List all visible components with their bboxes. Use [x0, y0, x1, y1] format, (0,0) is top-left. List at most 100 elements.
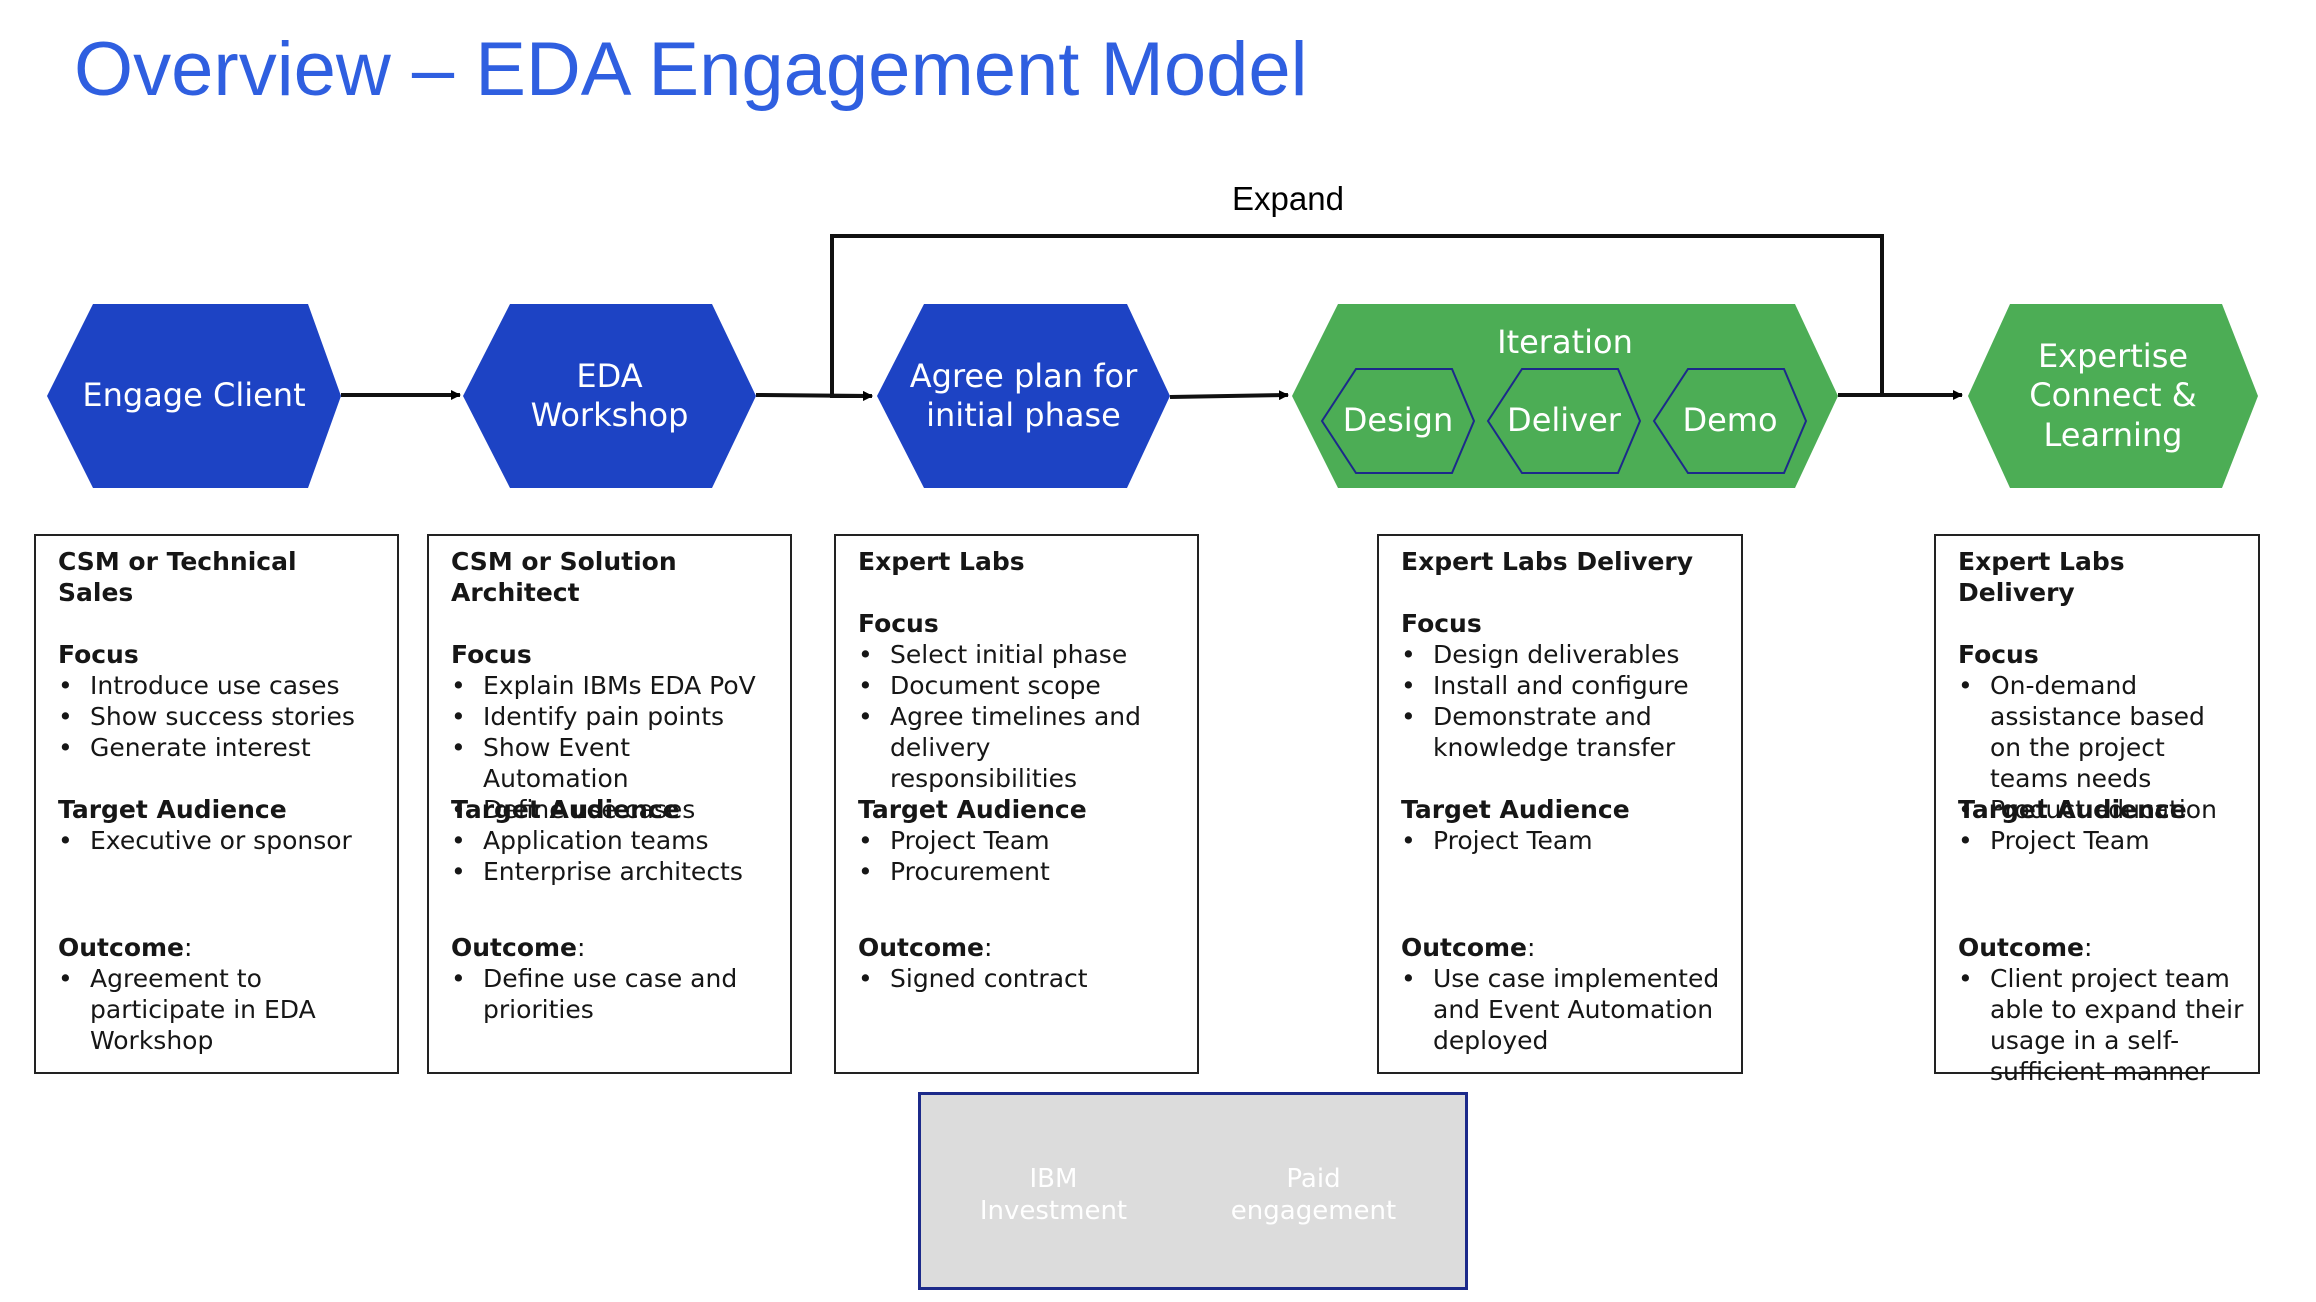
page-title: Overview – EDA Engagement Model [74, 27, 1308, 112]
target-audience-section: Target AudienceProject Team [1958, 794, 2246, 856]
list-item: Define use cases [451, 794, 770, 825]
iteration-deliver-hexagon [1486, 368, 1642, 474]
outcome-heading-colon: : [984, 933, 993, 962]
outcome-heading-text: Outcome [1401, 933, 1528, 962]
outcome-section: Outcome:Agreement to participate in EDA … [58, 932, 385, 1056]
outcome-list: Client project team able to expand their… [1958, 963, 2246, 1087]
legend-paid-engagement-label: Paid engagement [1230, 1163, 1397, 1227]
outcome-list: Use case implemented and Event Automatio… [1401, 963, 1729, 1056]
stage-iteration-hexagon [1292, 304, 1838, 488]
focus-heading: Focus [58, 640, 139, 669]
list-item: Executive or sponsor [58, 825, 385, 856]
card-iteration: Expert Labs DeliveryFocusDesign delivera… [1377, 534, 1743, 1074]
expand-label: Expand [1232, 180, 1344, 217]
focus-heading: Focus [1401, 609, 1482, 638]
list-item: Select initial phase [858, 639, 1177, 670]
focus-list: On-demand assistance based on the projec… [1958, 670, 2238, 825]
focus-list: Explain IBMs EDA PoVIdentify pain points… [451, 670, 770, 825]
outcome-list: Define use case and priorities [451, 963, 778, 1025]
outcome-heading-text: Outcome [1958, 933, 2085, 962]
target-audience-list: Executive or sponsor [58, 825, 385, 856]
card-role: Expert Labs Delivery [1958, 547, 2125, 607]
outcome-heading-colon: : [1527, 933, 1536, 962]
list-item: On-demand assistance based on the projec… [1958, 670, 2238, 794]
target-audience-list: Project Team [1958, 825, 2246, 856]
list-item: Enterprise architects [451, 856, 778, 887]
outcome-heading-text: Outcome [58, 933, 185, 962]
iteration-demo-hexagon [1652, 368, 1808, 474]
outcome-section: Outcome:Client project team able to expa… [1958, 932, 2246, 1087]
focus-section: FocusOn-demand assistance based on the p… [1958, 639, 2238, 825]
list-item: Project Team [1958, 825, 2246, 856]
focus-list: Design deliverablesInstall and configure… [1401, 639, 1721, 763]
outcome-section: Outcome:Define use case and priorities [451, 932, 778, 1025]
outcome-heading: Outcome: [858, 932, 1185, 963]
focus-list: Select initial phaseDocument scopeAgree … [858, 639, 1177, 794]
list-item: Install and configure [1401, 670, 1721, 701]
target-audience-heading: Target Audience [58, 795, 287, 824]
outcome-heading: Outcome: [451, 932, 778, 963]
focus-section: FocusIntroduce use casesShow success sto… [58, 639, 377, 763]
target-audience-heading: Target Audience [858, 795, 1087, 824]
focus-section: FocusSelect initial phaseDocument scopeA… [858, 608, 1177, 794]
list-item: Product education [1958, 794, 2238, 825]
target-audience-list: Project TeamProcurement [858, 825, 1185, 887]
focus-heading: Focus [451, 640, 532, 669]
arrow-workshop-to-plan [755, 390, 873, 401]
list-item: Demonstrate and knowledge transfer [1401, 701, 1721, 763]
list-item: Define use case and priorities [451, 963, 778, 1025]
list-item: Use case implemented and Event Automatio… [1401, 963, 1729, 1056]
outcome-list: Agreement to participate in EDA Workshop [58, 963, 385, 1056]
target-audience-heading: Target Audience [451, 795, 680, 824]
list-item: Client project team able to expand their… [1958, 963, 2246, 1087]
list-item: Signed contract [858, 963, 1185, 994]
target-audience-list: Project Team [1401, 825, 1729, 856]
card-eda-workshop: CSM or Solution ArchitectFocusExplain IB… [427, 534, 792, 1074]
list-item: Agreement to participate in EDA Workshop [58, 963, 385, 1056]
outcome-heading-colon: : [2084, 933, 2093, 962]
list-item: Generate interest [58, 732, 377, 763]
outcome-heading-colon: : [577, 933, 586, 962]
focus-heading: Focus [1958, 640, 2039, 669]
target-audience-section: Target AudienceProject TeamProcurement [858, 794, 1185, 887]
target-audience-heading: Target Audience [1958, 795, 2187, 824]
outcome-section: Outcome:Use case implemented and Event A… [1401, 932, 1729, 1056]
target-audience-heading: Target Audience [1401, 795, 1630, 824]
stage-agree-plan-hexagon [877, 304, 1170, 488]
stage-engage-client-hexagon [47, 304, 341, 488]
list-item: Show Event Automation [451, 732, 770, 794]
focus-section: FocusDesign deliverablesInstall and conf… [1401, 608, 1721, 763]
outcome-heading-colon: : [184, 933, 193, 962]
target-audience-list: Application teamsEnterprise architects [451, 825, 778, 887]
list-item: Project Team [1401, 825, 1729, 856]
outcome-heading: Outcome: [58, 932, 385, 963]
list-item: Identify pain points [451, 701, 770, 732]
arrow-plan-to-iteration [1169, 390, 1289, 401]
target-audience-section: Target AudienceExecutive or sponsor [58, 794, 385, 856]
list-item: Procurement [858, 856, 1185, 887]
list-item: Design deliverables [1401, 639, 1721, 670]
card-role: Expert Labs [858, 547, 1025, 576]
card-role: CSM or Technical Sales [58, 547, 297, 607]
outcome-list: Signed contract [858, 963, 1185, 994]
outcome-section: Outcome:Signed contract [858, 932, 1185, 994]
focus-list: Introduce use casesShow success storiesG… [58, 670, 377, 763]
target-audience-section: Target AudienceProject Team [1401, 794, 1729, 856]
outcome-heading: Outcome: [1958, 932, 2246, 963]
list-item: Agree timelines and delivery responsibil… [858, 701, 1177, 794]
list-item: Application teams [451, 825, 778, 856]
focus-heading: Focus [858, 609, 939, 638]
target-audience-section: Target AudienceApplication teamsEnterpri… [451, 794, 778, 887]
outcome-heading: Outcome: [1401, 932, 1729, 963]
stage-expertise-hexagon [1968, 304, 2258, 488]
list-item: Show success stories [58, 701, 377, 732]
iteration-design-hexagon [1320, 368, 1476, 474]
list-item: Explain IBMs EDA PoV [451, 670, 770, 701]
card-expertise: Expert Labs DeliveryFocusOn-demand assis… [1934, 534, 2260, 1086]
stage-eda-workshop-hexagon [463, 304, 756, 488]
list-item: Document scope [858, 670, 1177, 701]
card-role: CSM or Solution Architect [451, 547, 677, 607]
legend-ibm-investment-label: IBM Investment [979, 1163, 1128, 1227]
outcome-heading-text: Outcome [858, 933, 985, 962]
list-item: Introduce use cases [58, 670, 377, 701]
